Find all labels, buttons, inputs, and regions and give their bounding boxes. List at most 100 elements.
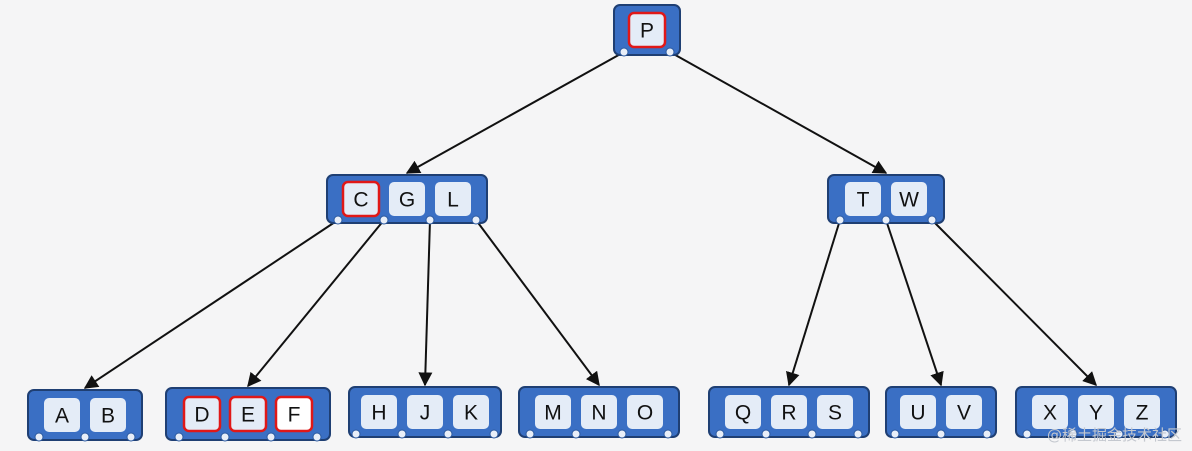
key-box-w <box>891 182 927 216</box>
pointer-dot <box>443 429 453 439</box>
edge-cgl-to-ab <box>83 219 339 389</box>
key-x: X <box>1043 402 1057 425</box>
key-p: P <box>640 20 654 43</box>
key-n: N <box>591 402 606 425</box>
key-box-l <box>435 182 471 216</box>
btree-node-qrs: Q R S <box>708 386 870 439</box>
key-k: K <box>464 402 478 425</box>
pointer-dot <box>471 215 481 225</box>
pointer-dot <box>982 429 992 439</box>
edge-tw-to-uv <box>885 219 944 387</box>
key-r: R <box>781 402 796 425</box>
pointer-dot <box>571 429 581 439</box>
edge-cgl-to-hjk <box>418 219 433 387</box>
key-f: F <box>288 404 301 427</box>
pointer-dot <box>489 429 499 439</box>
key-box-g <box>389 182 425 216</box>
key-box-d <box>182 395 222 433</box>
edge-cgl-to-mno <box>475 219 600 387</box>
pointer-dot <box>619 47 629 57</box>
edge-tw-to-xyz <box>931 219 1097 386</box>
key-o: O <box>637 402 653 425</box>
key-q: Q <box>735 402 751 425</box>
pointer-dot <box>890 429 900 439</box>
key-box-r <box>771 395 807 429</box>
pointer-dot <box>333 215 343 225</box>
pointer-dot <box>663 429 673 439</box>
key-z: Z <box>1136 402 1149 425</box>
pointer-dot <box>351 429 361 439</box>
pointer-dot <box>761 429 771 439</box>
key-h: H <box>371 402 386 425</box>
pointer-dot <box>617 429 627 439</box>
key-box-c <box>341 180 381 218</box>
key-box-v <box>946 395 982 429</box>
key-m: M <box>544 402 562 425</box>
btree-node-p: P <box>613 4 681 57</box>
edge-cgl-to-def <box>247 219 385 388</box>
pointer-dot <box>397 429 407 439</box>
pointer-dot <box>665 47 675 57</box>
key-box-y <box>1078 395 1114 429</box>
key-l: L <box>447 189 459 212</box>
edges <box>83 51 1097 389</box>
edge-tw-to-qrs <box>786 219 841 387</box>
pointer-dot <box>927 215 937 225</box>
pointer-dot <box>80 432 90 442</box>
pointer-dot <box>881 215 891 225</box>
pointer-dot <box>807 429 817 439</box>
pointer-dot <box>126 432 136 442</box>
key-box-q <box>725 395 761 429</box>
key-g: G <box>399 189 415 212</box>
pointer-dot <box>266 432 276 442</box>
btree-node-mno: M N O <box>518 386 680 439</box>
pointer-dot <box>1068 429 1078 439</box>
pointer-dot <box>174 432 184 442</box>
pointer-dot <box>425 215 435 225</box>
key-e: E <box>241 404 255 427</box>
key-t: T <box>857 189 870 212</box>
watermark: @稀土掘金技术社区 <box>1047 426 1182 444</box>
pointer-dot <box>312 432 322 442</box>
key-box-t <box>845 182 881 216</box>
key-s: S <box>828 402 842 425</box>
key-v: V <box>957 402 971 425</box>
key-box-s <box>817 395 853 429</box>
key-w: W <box>899 189 919 212</box>
key-box-u <box>900 395 936 429</box>
pointer-dot <box>1022 429 1032 439</box>
pointer-dot <box>936 429 946 439</box>
pointer-dot <box>835 215 845 225</box>
key-c: C <box>353 189 368 212</box>
key-box-a <box>44 398 80 432</box>
pointer-dot <box>853 429 863 439</box>
key-box-o <box>627 395 663 429</box>
pointer-dot <box>220 432 230 442</box>
pointer-dot <box>715 429 725 439</box>
pointer-dot <box>1114 429 1124 439</box>
edge-root-to-cgl <box>405 51 625 174</box>
key-j: J <box>420 402 431 425</box>
key-box-e <box>228 395 268 433</box>
key-box-z <box>1124 395 1160 429</box>
pointer-dot <box>34 432 44 442</box>
key-a: A <box>55 405 69 428</box>
key-box-x <box>1032 395 1068 429</box>
key-box-p <box>627 11 667 49</box>
key-box-n <box>581 395 617 429</box>
key-u: U <box>910 402 925 425</box>
pointer-dot <box>525 429 535 439</box>
pointer-dot <box>1160 429 1170 439</box>
key-box-j <box>407 395 443 429</box>
key-box-h <box>361 395 397 429</box>
key-box-m <box>535 395 571 429</box>
key-b: B <box>101 405 115 428</box>
